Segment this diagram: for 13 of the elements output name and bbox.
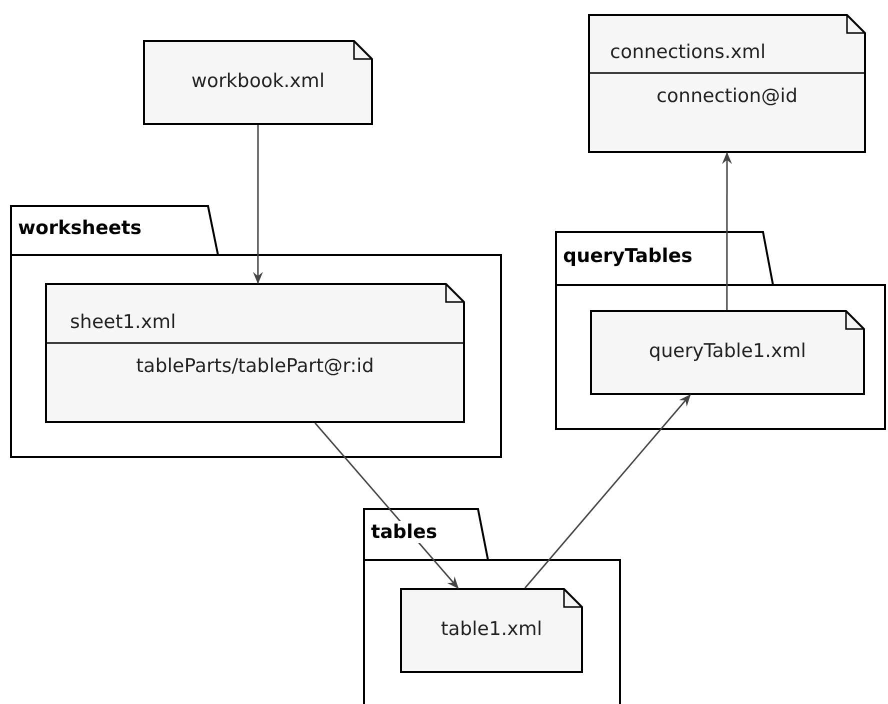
arrow: [524, 394, 691, 588]
arrow: [314, 422, 459, 589]
file-name: workbook.xml: [190, 70, 326, 92]
arrow: [252, 125, 263, 284]
arrow: [722, 152, 732, 310]
file-name: connections.xml: [610, 41, 766, 63]
element-path: connection@id: [655, 85, 799, 107]
package-name: tables: [371, 521, 438, 543]
element-path: tableParts/tablePart@r:id: [135, 355, 375, 377]
package-name: queryTables: [563, 245, 692, 267]
file-name: sheet1.xml: [70, 311, 176, 333]
file-name: queryTable1.xml: [648, 340, 808, 362]
file-name: table1.xml: [440, 618, 544, 640]
